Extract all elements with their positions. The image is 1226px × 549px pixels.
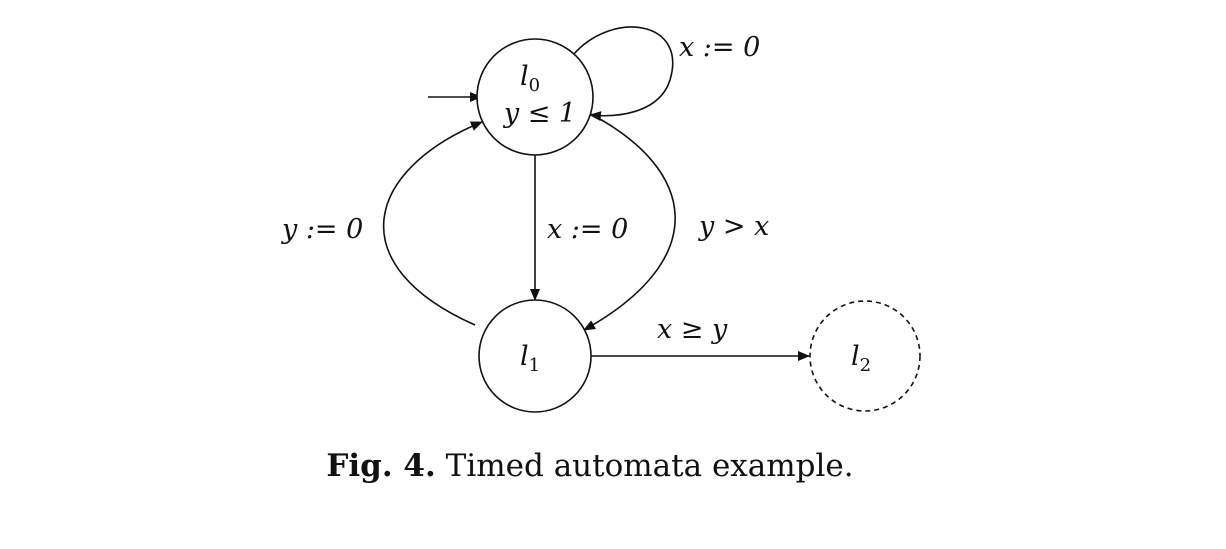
state-l0 bbox=[476, 38, 594, 156]
label-l0-to-l1-guard: y > x bbox=[698, 211, 769, 242]
state-l0-invariant: y ≤ 1 bbox=[503, 98, 576, 129]
label-l1-to-l0: y := 0 bbox=[281, 214, 363, 245]
figure-caption: Fig. 4. Timed automata example. bbox=[0, 448, 1180, 484]
state-l0-name: l0 bbox=[520, 61, 540, 96]
caption-text: Timed automata example. bbox=[445, 448, 854, 484]
state-l2 bbox=[809, 300, 921, 412]
edge-self-loop-l0 bbox=[572, 26, 674, 122]
label-l1-to-l2: x ≥ y bbox=[657, 314, 728, 345]
edge-l0-to-l1-guarded bbox=[583, 111, 676, 331]
state-l1-name: l1 bbox=[520, 341, 540, 376]
state-l1 bbox=[478, 299, 592, 413]
label-self-loop-l0: x := 0 bbox=[679, 32, 760, 63]
edge-l1-to-l0 bbox=[382, 121, 483, 326]
label-l0-to-l1: x := 0 bbox=[547, 214, 628, 245]
state-l2-name: l2 bbox=[851, 341, 871, 376]
caption-label: Fig. 4. bbox=[326, 448, 436, 484]
